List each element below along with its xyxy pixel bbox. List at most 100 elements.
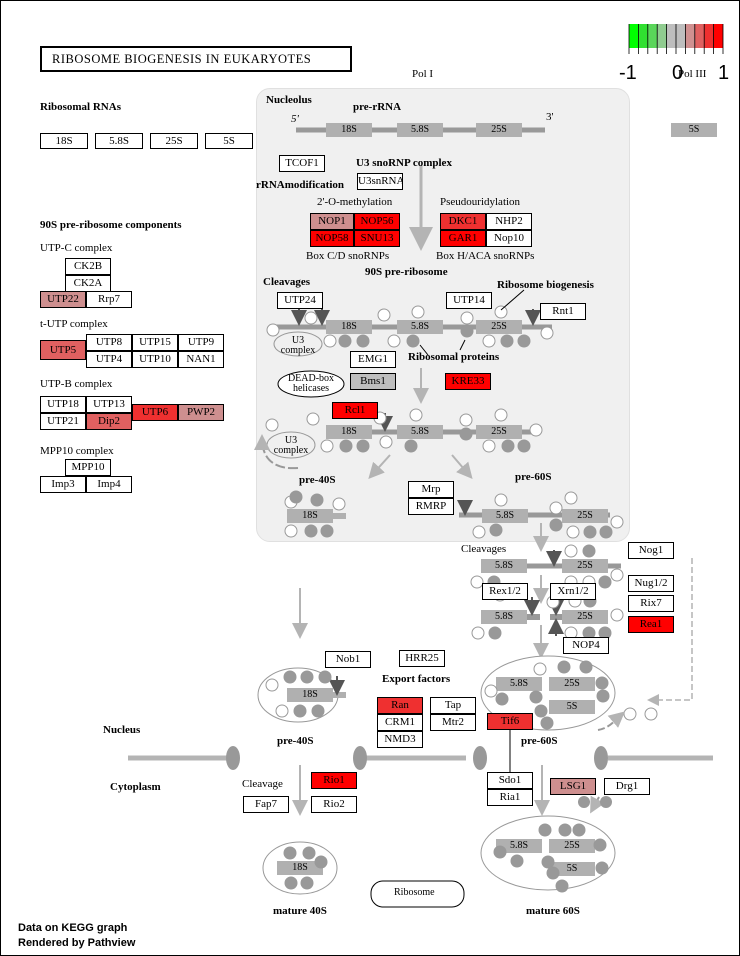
gene-node-nop4[interactable]: NOP4	[563, 637, 609, 654]
gene-node-nob1[interactable]: Nob1	[325, 651, 371, 668]
gene-node-xrn12[interactable]: Xrn1/2	[550, 583, 596, 600]
gene-node-rix7[interactable]: Rix7	[628, 595, 674, 612]
rna-block-label-s25: 25S	[564, 840, 580, 851]
gene-node-nop1[interactable]: NOP1	[310, 213, 354, 230]
gene-node-rrp7[interactable]: Rrp7	[86, 291, 132, 308]
gene-node-rio2[interactable]: Rio2	[311, 796, 357, 813]
gene-node-fap7[interactable]: Fap7	[243, 796, 289, 813]
protein-dot-filled	[540, 716, 554, 730]
gene-node-nog1[interactable]: Nog1	[628, 542, 674, 559]
gene-node-gar1[interactable]: GAR1	[440, 230, 486, 247]
gene-node-nop10[interactable]: Nop10	[486, 230, 532, 247]
gene-node-drg1[interactable]: Drg1	[604, 778, 650, 795]
rna-box-25s[interactable]: 25S	[150, 133, 198, 149]
gene-node-pwp2[interactable]: PWP2	[178, 404, 224, 421]
gene-node-tcof1[interactable]: TCOF1	[279, 155, 325, 172]
gene-node-emg1[interactable]: EMG1	[350, 351, 396, 368]
protein-dots-pre40s-b	[265, 670, 332, 718]
gene-node-mtr2[interactable]: Mtr2	[430, 714, 476, 731]
gene-node-crm1[interactable]: CRM1	[377, 714, 423, 731]
legend-swatch	[676, 24, 686, 48]
gene-node-utp13[interactable]: UTP13	[86, 396, 132, 413]
label-mature-40s: mature 40S	[273, 905, 327, 917]
gene-node-mpp10[interactable]: MPP10	[65, 459, 111, 476]
gene-node-mrp[interactable]: Mrp	[408, 481, 454, 498]
gene-node-utp15[interactable]: UTP15	[132, 334, 178, 351]
gene-node-nug12[interactable]: Nug1/2	[628, 575, 674, 592]
gene-node-sdo1[interactable]: Sdo1	[487, 772, 533, 789]
gene-node-bms1[interactable]: Bms1	[350, 373, 396, 390]
label-90s-preribosome: 90S pre-ribosome	[365, 266, 448, 278]
gene-node-rio1[interactable]: Rio1	[311, 772, 357, 789]
protein-dot-empty	[564, 544, 578, 558]
rna-block-5s-pol3	[671, 123, 717, 137]
label-pol3: Pol III	[678, 68, 707, 80]
gene-node-rex12[interactable]: Rex1/2	[482, 583, 528, 600]
gene-node-nop56[interactable]: NOP56	[354, 213, 400, 230]
gene-node-kre33[interactable]: KRE33	[445, 373, 491, 390]
rna-block-label-s58: 5.8S	[509, 678, 529, 689]
gene-node-snu13[interactable]: SNU13	[354, 230, 400, 247]
rna-block-label-s58: 5.8S	[410, 426, 430, 437]
rna-box-5s[interactable]: 5S	[205, 133, 253, 149]
gene-node-utp24[interactable]: UTP24	[277, 292, 323, 309]
gene-node-imp3[interactable]: Imp3	[40, 476, 86, 493]
rna-box-18s[interactable]: 18S	[40, 133, 88, 149]
label-pre40s-nucleolus: pre-40S	[299, 474, 336, 486]
legend-min-label: -1	[619, 62, 637, 84]
gene-node-nop58[interactable]: NOP58	[310, 230, 354, 247]
gene-node-utp4[interactable]: UTP4	[86, 351, 132, 368]
gene-node-utp5[interactable]: UTP5	[40, 340, 86, 360]
protein-dot-filled	[593, 838, 607, 852]
gene-node-tap[interactable]: Tap	[430, 697, 476, 714]
gene-node-imp4[interactable]: Imp4	[86, 476, 132, 493]
protein-dot-empty	[460, 311, 474, 325]
legend-swatch	[657, 24, 667, 48]
gene-node-ran[interactable]: Ran	[377, 697, 423, 714]
gene-node-hrr25[interactable]: HRR25	[399, 650, 445, 667]
label-cleavages: Cleavages	[263, 276, 311, 288]
gene-node-utp14[interactable]: UTP14	[446, 292, 492, 309]
label-u3-complex-2: U3 complex	[273, 435, 309, 456]
gene-node-nmd3[interactable]: NMD3	[377, 731, 423, 748]
label-5prime: 5'	[291, 113, 299, 125]
rna-box-5-8s[interactable]: 5.8S	[95, 133, 143, 149]
gene-node-rnt1[interactable]: Rnt1	[540, 303, 586, 320]
label-cleavages-2: Cleavages	[461, 543, 507, 555]
gene-node-rcl1[interactable]: Rcl1	[332, 402, 378, 419]
protein-dot-empty	[387, 334, 401, 348]
gene-node-lsg1[interactable]: LSG1	[550, 778, 596, 795]
gene-node-utp6[interactable]: UTP6	[132, 404, 178, 421]
gene-node-nan1[interactable]: NAN1	[178, 351, 224, 368]
gene-node-dip2[interactable]: Dip2	[86, 413, 132, 430]
protein-dot-filled	[289, 490, 303, 504]
protein-dot-empty	[379, 435, 393, 449]
rna-block-18s	[326, 123, 372, 137]
label-nucleus: Nucleus	[103, 724, 141, 736]
gene-node-ck2b[interactable]: CK2B	[65, 258, 111, 275]
rna-block-label-s5: 5S	[688, 124, 700, 135]
rna-block-label-s5: 5S	[566, 863, 578, 874]
gene-node-ria1[interactable]: Ria1	[487, 789, 533, 806]
protein-dot-filled	[339, 439, 353, 453]
gene-node-utp8[interactable]: UTP8	[86, 334, 132, 351]
gene-node-utp10[interactable]: UTP10	[132, 351, 178, 368]
gene-node-rea1[interactable]: Rea1	[628, 616, 674, 633]
gene-node-nhp2[interactable]: NHP2	[486, 213, 532, 230]
protein-dot-empty	[284, 524, 298, 538]
rna-block-label-s58: 5.8S	[495, 510, 515, 521]
protein-dot-filled	[541, 855, 555, 869]
gene-node-tif6[interactable]: Tif6	[487, 713, 533, 730]
gene-node-rmrp[interactable]: RMRP	[408, 498, 454, 515]
rna-block-label-s25: 25S	[491, 124, 507, 135]
gene-node-utp9[interactable]: UTP9	[178, 334, 224, 351]
gene-node-ck2a[interactable]: CK2A	[65, 275, 111, 292]
gene-node-utp21[interactable]: UTP21	[40, 413, 86, 430]
protein-dots-pre60s-a	[472, 491, 624, 539]
protein-dot-filled	[488, 626, 502, 640]
gene-node-utp18[interactable]: UTP18	[40, 396, 86, 413]
gene-node-u3snrna[interactable]: U3snRNA	[357, 173, 403, 190]
gene-node-dkc1[interactable]: DKC1	[440, 213, 486, 230]
gene-node-utp22[interactable]: UTP22	[40, 291, 86, 308]
protein-dots-mature60s	[493, 823, 609, 893]
